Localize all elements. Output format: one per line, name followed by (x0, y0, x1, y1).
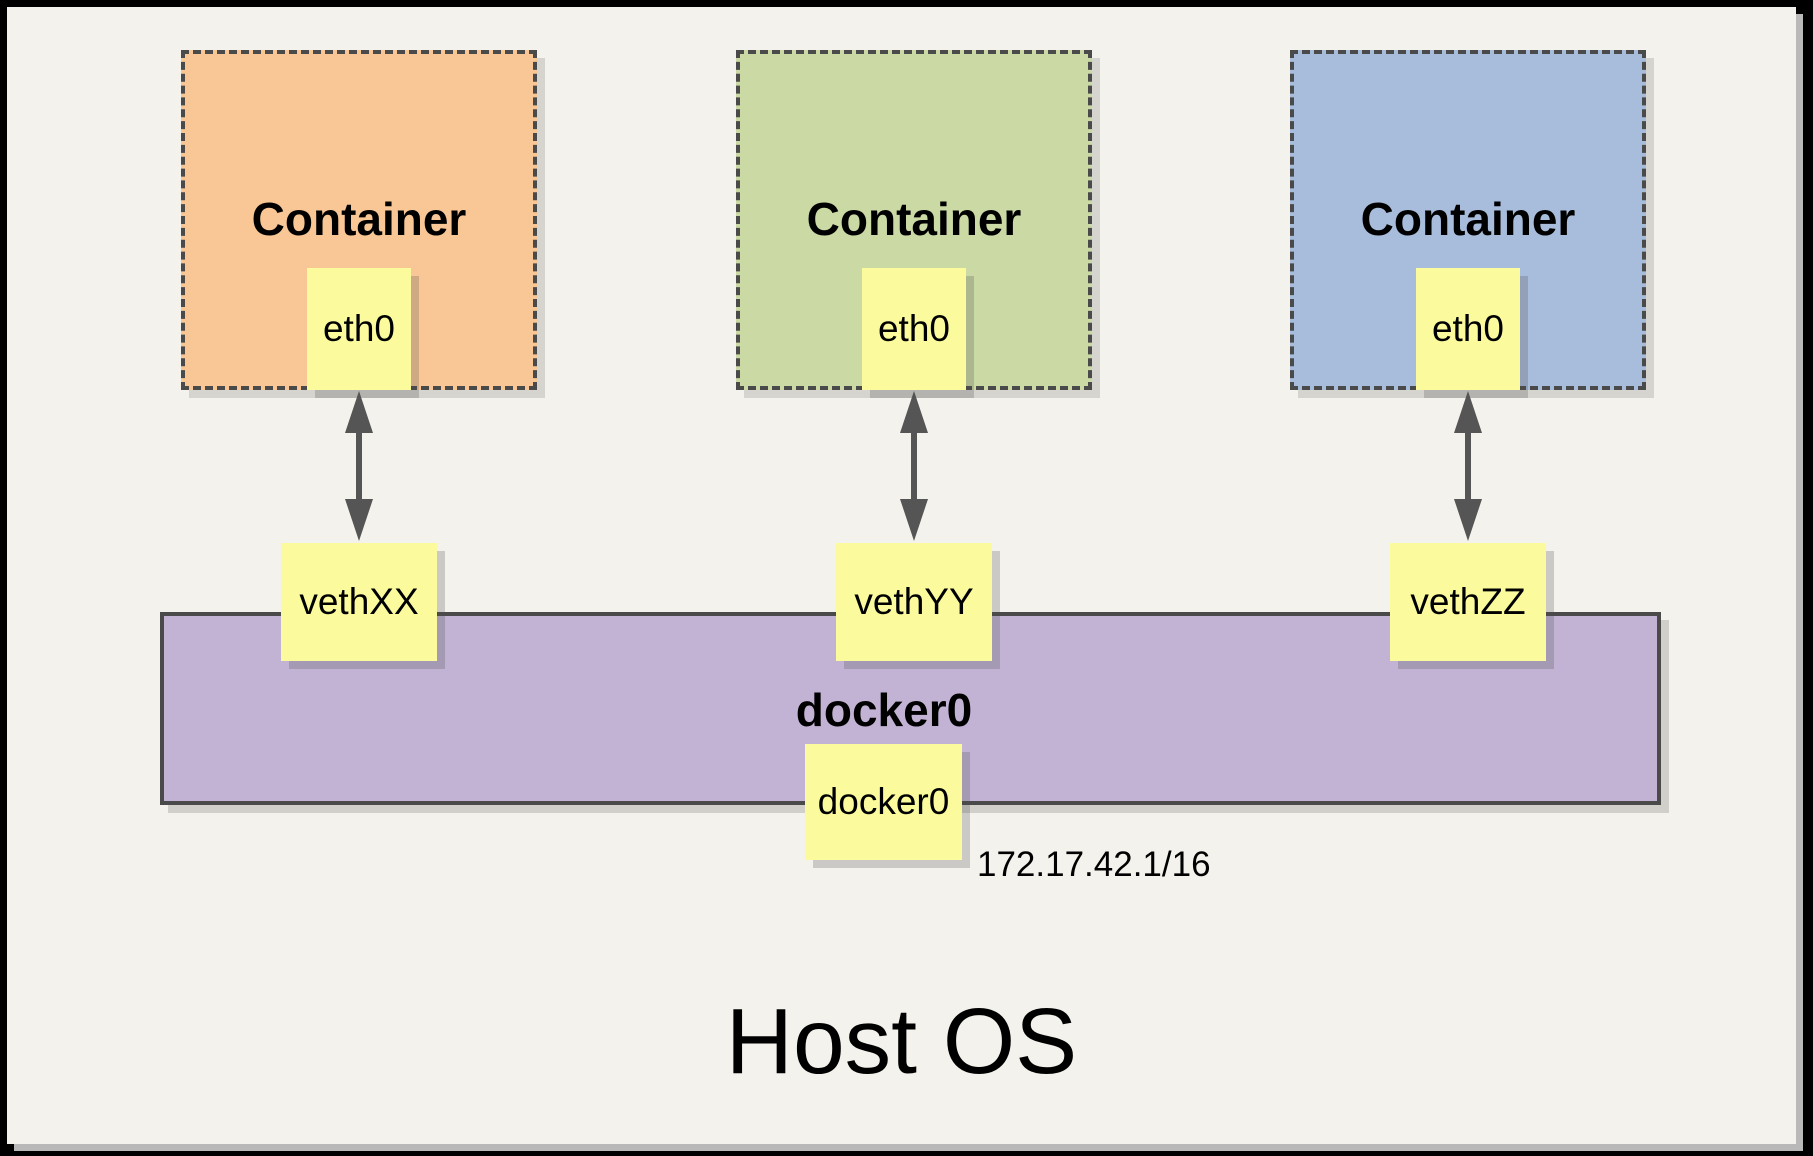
eth0-note-2: eth0 (862, 268, 966, 390)
docker0-interface-note: docker0 (805, 744, 962, 860)
vethzz-label: vethZZ (1410, 581, 1526, 622)
eth0-label-2: eth0 (877, 308, 950, 349)
host-os-title: Host OS (725, 989, 1078, 1093)
eth0-label-3: eth0 (1431, 308, 1504, 349)
host-os-area: Container Container Container eth0 eth0 … (7, 7, 1796, 1144)
vethxx-label: vethXX (299, 581, 419, 622)
container-title-1: Container (251, 193, 467, 245)
eth0-note-1: eth0 (307, 268, 411, 390)
vethxx-note: vethXX (281, 543, 437, 661)
veth-connection-arrow-1 (345, 391, 373, 541)
container-title-2: Container (806, 193, 1022, 245)
vethyy-note: vethYY (836, 543, 992, 661)
eth0-label-1: eth0 (322, 308, 395, 349)
docker0-ip-address: 172.17.42.1/16 (977, 845, 1211, 884)
vethzz-note: vethZZ (1390, 543, 1546, 661)
docker0-bridge-title: docker0 (795, 684, 973, 736)
docker0-interface-label: docker0 (817, 781, 950, 822)
veth-connection-arrow-2 (900, 391, 928, 541)
eth0-note-3: eth0 (1416, 268, 1520, 390)
vethyy-label: vethYY (854, 581, 974, 622)
veth-connection-arrow-3 (1454, 391, 1482, 541)
container-title-3: Container (1360, 193, 1576, 245)
